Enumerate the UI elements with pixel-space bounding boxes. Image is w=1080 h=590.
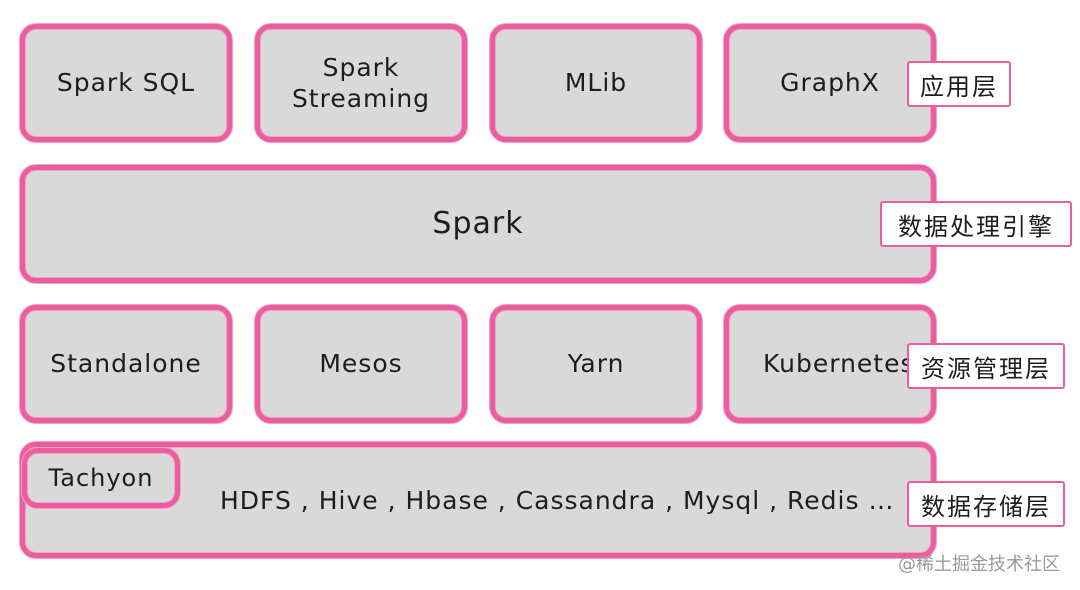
resource-box-yarn: Yarn: [490, 305, 702, 423]
layer-label-resource: 资源管理层: [907, 343, 1065, 389]
app-box-label: GraphX: [780, 68, 880, 98]
layer-label-engine: 数据处理引擎: [880, 201, 1072, 247]
resource-box-kubernetes: Kubernetes: [724, 305, 936, 423]
engine-box-spark: Spark: [20, 165, 936, 283]
resource-box-label: Kubernetes: [763, 349, 915, 379]
tachyon-label: Tachyon: [48, 464, 154, 492]
layer-label-application: 应用层: [907, 61, 1011, 107]
resource-box-label: Yarn: [567, 349, 625, 379]
layer-label-storage: 数据存储层: [907, 481, 1065, 527]
resource-box-standalone: Standalone: [20, 305, 232, 423]
app-box-spark-sql: Spark SQL: [20, 24, 232, 142]
app-box-label: Spark SQL: [56, 68, 196, 98]
app-box-mlib: MLib: [490, 24, 702, 142]
storage-systems-text: HDFS , Hive , Hbase , Cassandra , Mysql …: [220, 486, 895, 515]
resource-box-label: Standalone: [50, 349, 202, 379]
engine-box-label: Spark: [432, 206, 524, 242]
resource-box-mesos: Mesos: [255, 305, 467, 423]
tachyon-box: Tachyon: [22, 448, 180, 508]
app-box-label: Spark Streaming: [291, 52, 431, 113]
watermark: @稀土掘金技术社区: [898, 554, 1060, 575]
app-box-label: MLib: [564, 68, 628, 98]
resource-box-label: Mesos: [319, 349, 403, 379]
app-box-spark-streaming: Spark Streaming: [255, 24, 467, 142]
app-box-graphx: GraphX: [724, 24, 936, 142]
